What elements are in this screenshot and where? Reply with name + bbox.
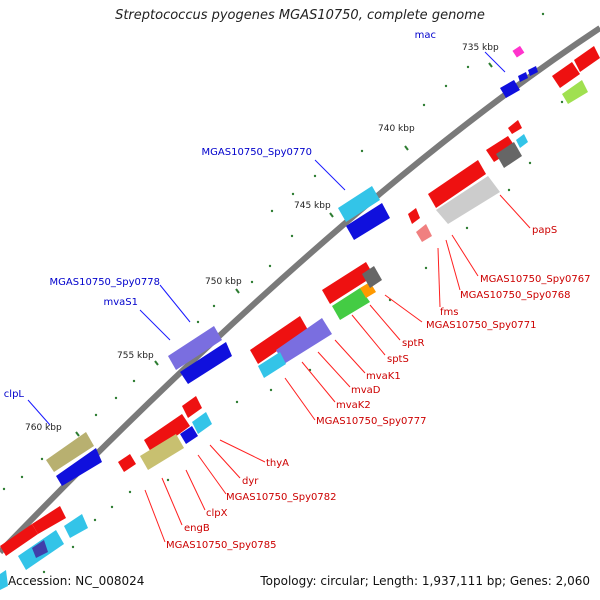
gene-dyr-blue[interactable] (180, 426, 198, 444)
gene-sptR-green[interactable] (332, 288, 370, 320)
gene-mvaK2-cyan[interactable] (258, 352, 286, 378)
gene-mvaD[interactable] (276, 318, 332, 364)
accession-label: Accession: NC_008024 (8, 574, 145, 588)
gene-pink[interactable] (512, 45, 525, 58)
gene-papS-c[interactable] (486, 136, 516, 162)
forward-genes (46, 45, 538, 486)
gene-label[interactable]: mvaD (351, 385, 381, 396)
gene-label[interactable]: dyr (242, 476, 259, 487)
gene-papS-b[interactable] (436, 176, 500, 224)
gene-label[interactable]: MGAS10750_Spy0778 (50, 277, 160, 288)
gene-label[interactable]: MGAS10750_Spy0782 (226, 492, 336, 503)
gene-label[interactable]: clpL (4, 389, 25, 400)
gene-bottom-purple[interactable] (32, 540, 48, 558)
reverse-genes (0, 46, 600, 590)
gene-fms[interactable] (408, 208, 420, 224)
scale-labels: 735 kbp 740 kbp 745 kbp 750 kbp 755 kbp … (25, 43, 499, 433)
forward-gene-labels: mac MGAS10750_Spy0770 MGAS10750_Spy0778 … (4, 30, 436, 400)
gene-mac-3[interactable] (528, 66, 538, 76)
gene-label[interactable]: mvaK1 (366, 371, 401, 382)
gene-label[interactable]: sptS (387, 354, 409, 365)
gene-label[interactable]: MGAS10750_Spy0767 (480, 274, 590, 285)
gene-spy0770-a[interactable] (338, 186, 380, 222)
gene-label[interactable]: MGAS10750_Spy0770 (202, 147, 312, 158)
scale-label: 760 kbp (25, 423, 62, 433)
gene-thyA[interactable] (144, 414, 190, 454)
gene-bottom-edge-cyan[interactable] (0, 570, 8, 590)
gene-mac-2[interactable] (518, 72, 528, 82)
gene-engB[interactable] (140, 434, 184, 470)
gene-mac[interactable] (500, 80, 520, 98)
scale-label: 740 kbp (378, 124, 415, 134)
gene-papS-a[interactable] (428, 160, 486, 208)
gene-dyr-cyan[interactable] (192, 412, 212, 434)
scale-label: 755 kbp (117, 351, 154, 361)
reverse-gene-labels: papS MGAS10750_Spy0767 MGAS10750_Spy0768… (166, 225, 590, 551)
gene-clpL-a[interactable] (46, 432, 94, 472)
gene-mvaK1-red[interactable] (250, 316, 308, 364)
gene-label[interactable]: clpX (206, 508, 228, 519)
gene-mvaS1-a[interactable] (168, 326, 222, 370)
gene-label[interactable]: mvaK2 (336, 400, 371, 411)
gene-bottom-red-1[interactable] (0, 524, 38, 556)
gene-label[interactable]: mvaS1 (104, 297, 139, 308)
gene-mvaS1-b[interactable] (180, 342, 232, 384)
gene-label[interactable]: sptR (402, 338, 424, 349)
gene-right-red-1[interactable] (552, 62, 580, 88)
genome-summary: Topology: circular; Length: 1,937,111 bp… (260, 574, 590, 588)
gene-label[interactable]: MGAS10750_Spy0771 (426, 320, 536, 331)
gene-label[interactable]: MGAS10750_Spy0768 (460, 290, 570, 301)
gene-small-cyan[interactable] (516, 134, 528, 148)
gene-label[interactable]: fms (440, 307, 458, 318)
scale-ticks (75, 62, 493, 437)
scale-label: 750 kbp (205, 277, 242, 287)
gene-spy0785-red[interactable] (118, 454, 136, 472)
gene-right-red-2[interactable] (574, 46, 600, 72)
scale-label: 745 kbp (294, 201, 331, 211)
gene-spy0770-b[interactable] (346, 203, 390, 240)
gene-label[interactable]: MGAS10750_Spy0777 (316, 416, 426, 427)
gene-thyA-b[interactable] (182, 396, 202, 418)
gene-bottom-red-2[interactable] (32, 506, 66, 534)
gene-gray-1[interactable] (496, 142, 522, 168)
gene-sptS-a[interactable] (322, 262, 374, 304)
gene-label[interactable]: MGAS10750_Spy0785 (166, 540, 276, 551)
gene-label[interactable]: mac (415, 30, 436, 41)
minor-ticks (2, 12, 564, 574)
scale-label: 735 kbp (462, 43, 499, 53)
leader-lines (27, 51, 531, 543)
map-title: Streptococcus pyogenes MGAS10750, comple… (115, 8, 485, 23)
gene-clpL-b[interactable] (56, 448, 102, 486)
gene-fms-pink[interactable] (416, 224, 432, 242)
gene-right-green[interactable] (562, 80, 588, 104)
gene-label[interactable]: papS (532, 225, 557, 236)
gene-bottom-cyan-2[interactable] (64, 514, 88, 538)
gene-sptR-gray[interactable] (362, 266, 382, 288)
gene-small-red-1[interactable] (508, 120, 522, 134)
gene-label[interactable]: engB (184, 523, 210, 534)
gene-label[interactable]: thyA (266, 458, 289, 469)
